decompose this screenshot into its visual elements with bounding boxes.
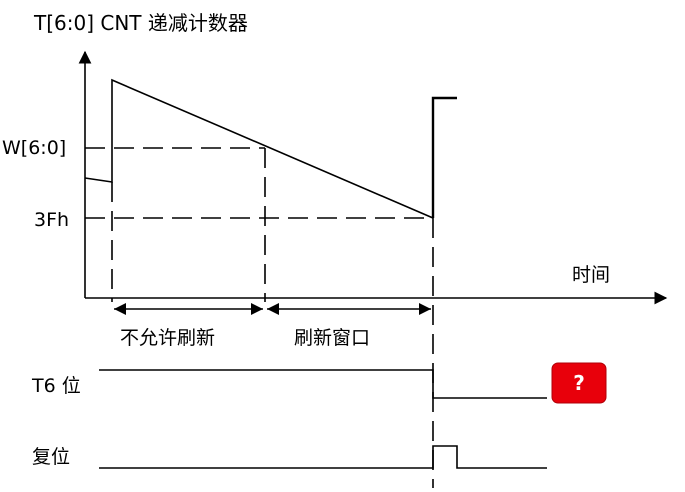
reset-waveform bbox=[99, 445, 547, 469]
y-label-threshold: 3Fh bbox=[34, 209, 69, 231]
y-label-window: W[6:0] bbox=[2, 137, 66, 159]
counter-reload-edge bbox=[431, 96, 457, 218]
counter-waveform bbox=[84, 78, 434, 219]
interval-label-not-allowed: 不允许刷新 bbox=[120, 327, 215, 349]
interval-arrowhead bbox=[419, 303, 431, 315]
interval-arrowhead bbox=[267, 303, 279, 315]
interval-arrowhead bbox=[114, 303, 126, 315]
x-axis-label: 时间 bbox=[572, 264, 610, 286]
question-mark-icon: ? bbox=[573, 371, 585, 395]
question-badge[interactable]: ? bbox=[551, 362, 607, 404]
interval-arrowhead bbox=[251, 303, 263, 315]
signal-label-reset: 复位 bbox=[32, 446, 70, 468]
chart-title: T[6:0] CNT 递减计数器 bbox=[33, 11, 248, 35]
interval-label-refresh-window: 刷新窗口 bbox=[294, 327, 370, 349]
signal-label-t6: T6 位 bbox=[31, 375, 81, 397]
t6-waveform bbox=[99, 369, 547, 399]
